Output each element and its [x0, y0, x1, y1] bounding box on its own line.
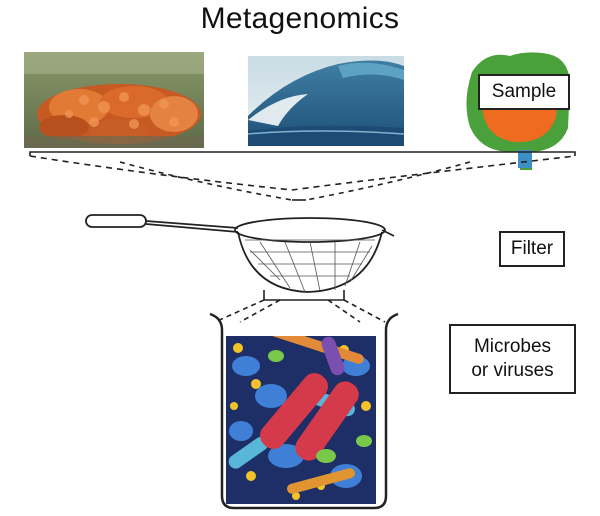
microbes-label-line1: Microbes — [473, 336, 552, 357]
sample-funnel — [29, 151, 576, 201]
microbes-label: Microbes or viruses — [449, 324, 576, 394]
ocean-wave-photo — [248, 56, 404, 146]
filter-label: Filter — [499, 231, 565, 267]
filter-funnel — [214, 290, 386, 323]
beaker-icon — [209, 312, 399, 510]
sample-label: Sample — [478, 74, 570, 110]
sieve-icon — [85, 214, 395, 293]
coral-photo — [24, 52, 204, 148]
microbes-label-line2: or viruses — [471, 359, 554, 381]
microbes-photo — [226, 336, 376, 504]
page-title: Metagenomics — [200, 2, 400, 35]
